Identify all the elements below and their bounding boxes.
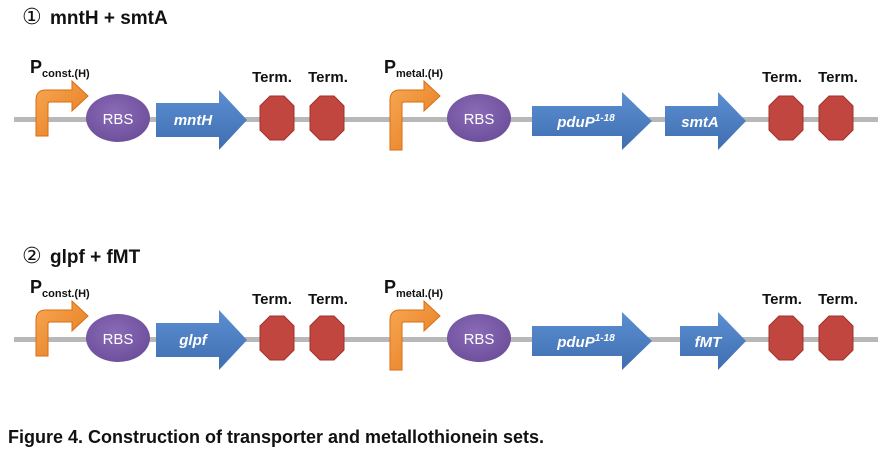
rbs-label: RBS [103, 331, 134, 348]
rbs-label: RBS [464, 331, 495, 348]
promoter-label: Pmetal.(H) [384, 277, 443, 300]
gene-arrow [156, 90, 247, 150]
set-title: mntH + smtA [50, 8, 168, 29]
gene-arrow [665, 92, 746, 150]
promoter-label: Pconst.(H) [30, 57, 90, 80]
promoter-label: Pmetal.(H) [384, 57, 443, 80]
dna-backbone [14, 337, 878, 342]
terminator-label: Term. [252, 69, 292, 86]
terminator-icon [259, 95, 295, 141]
terminator-icon [259, 315, 295, 361]
promoter-label: Pconst.(H) [30, 277, 90, 300]
terminator-label: Term. [818, 291, 858, 308]
rbs-shape [447, 314, 511, 362]
terminator-icon [768, 315, 804, 361]
terminator-icon [818, 95, 854, 141]
terminator-label: Term. [308, 69, 348, 86]
gene-label: glpf [178, 332, 208, 349]
set-number: ② [22, 244, 42, 269]
gene-label: fMT [695, 334, 723, 351]
terminator-label: Term. [762, 69, 802, 86]
gene-arrow [156, 310, 247, 370]
set-title: glpf + fMT [50, 247, 141, 268]
terminator-icon [309, 315, 345, 361]
gene-label: smtA [681, 114, 719, 131]
construct-set-1: ① mntH + smtA Pconst.(H) RBS mntH Term. … [14, 5, 878, 151]
promoter-const-icon [35, 299, 89, 357]
terminator-icon [309, 95, 345, 141]
terminator-label: Term. [762, 291, 802, 308]
gene-label: mntH [174, 112, 213, 129]
rbs-label: RBS [103, 111, 134, 128]
construct-set-2: ② glpf + fMT Pconst.(H) RBS glpf Term. T… [14, 244, 878, 371]
promoter-metal-icon [389, 299, 441, 371]
rbs-shape [447, 94, 511, 142]
rbs-label: RBS [464, 111, 495, 128]
signal-peptide-label: pduP1-18 [556, 333, 615, 351]
terminator-icon [768, 95, 804, 141]
rbs-shape [86, 94, 150, 142]
signal-peptide-arrow [532, 92, 652, 150]
terminator-label: Term. [818, 69, 858, 86]
gene-arrow [680, 312, 746, 370]
terminator-icon [818, 315, 854, 361]
signal-peptide-label: pduP1-18 [556, 113, 615, 131]
set-number: ① [22, 5, 42, 30]
signal-peptide-arrow [532, 312, 652, 370]
promoter-metal-icon [389, 79, 441, 151]
dna-backbone [14, 117, 878, 122]
promoter-const-icon [35, 79, 89, 137]
rbs-shape [86, 314, 150, 362]
terminator-label: Term. [308, 291, 348, 308]
figure-caption: Figure 4. Construction of transporter an… [8, 427, 544, 447]
terminator-label: Term. [252, 291, 292, 308]
